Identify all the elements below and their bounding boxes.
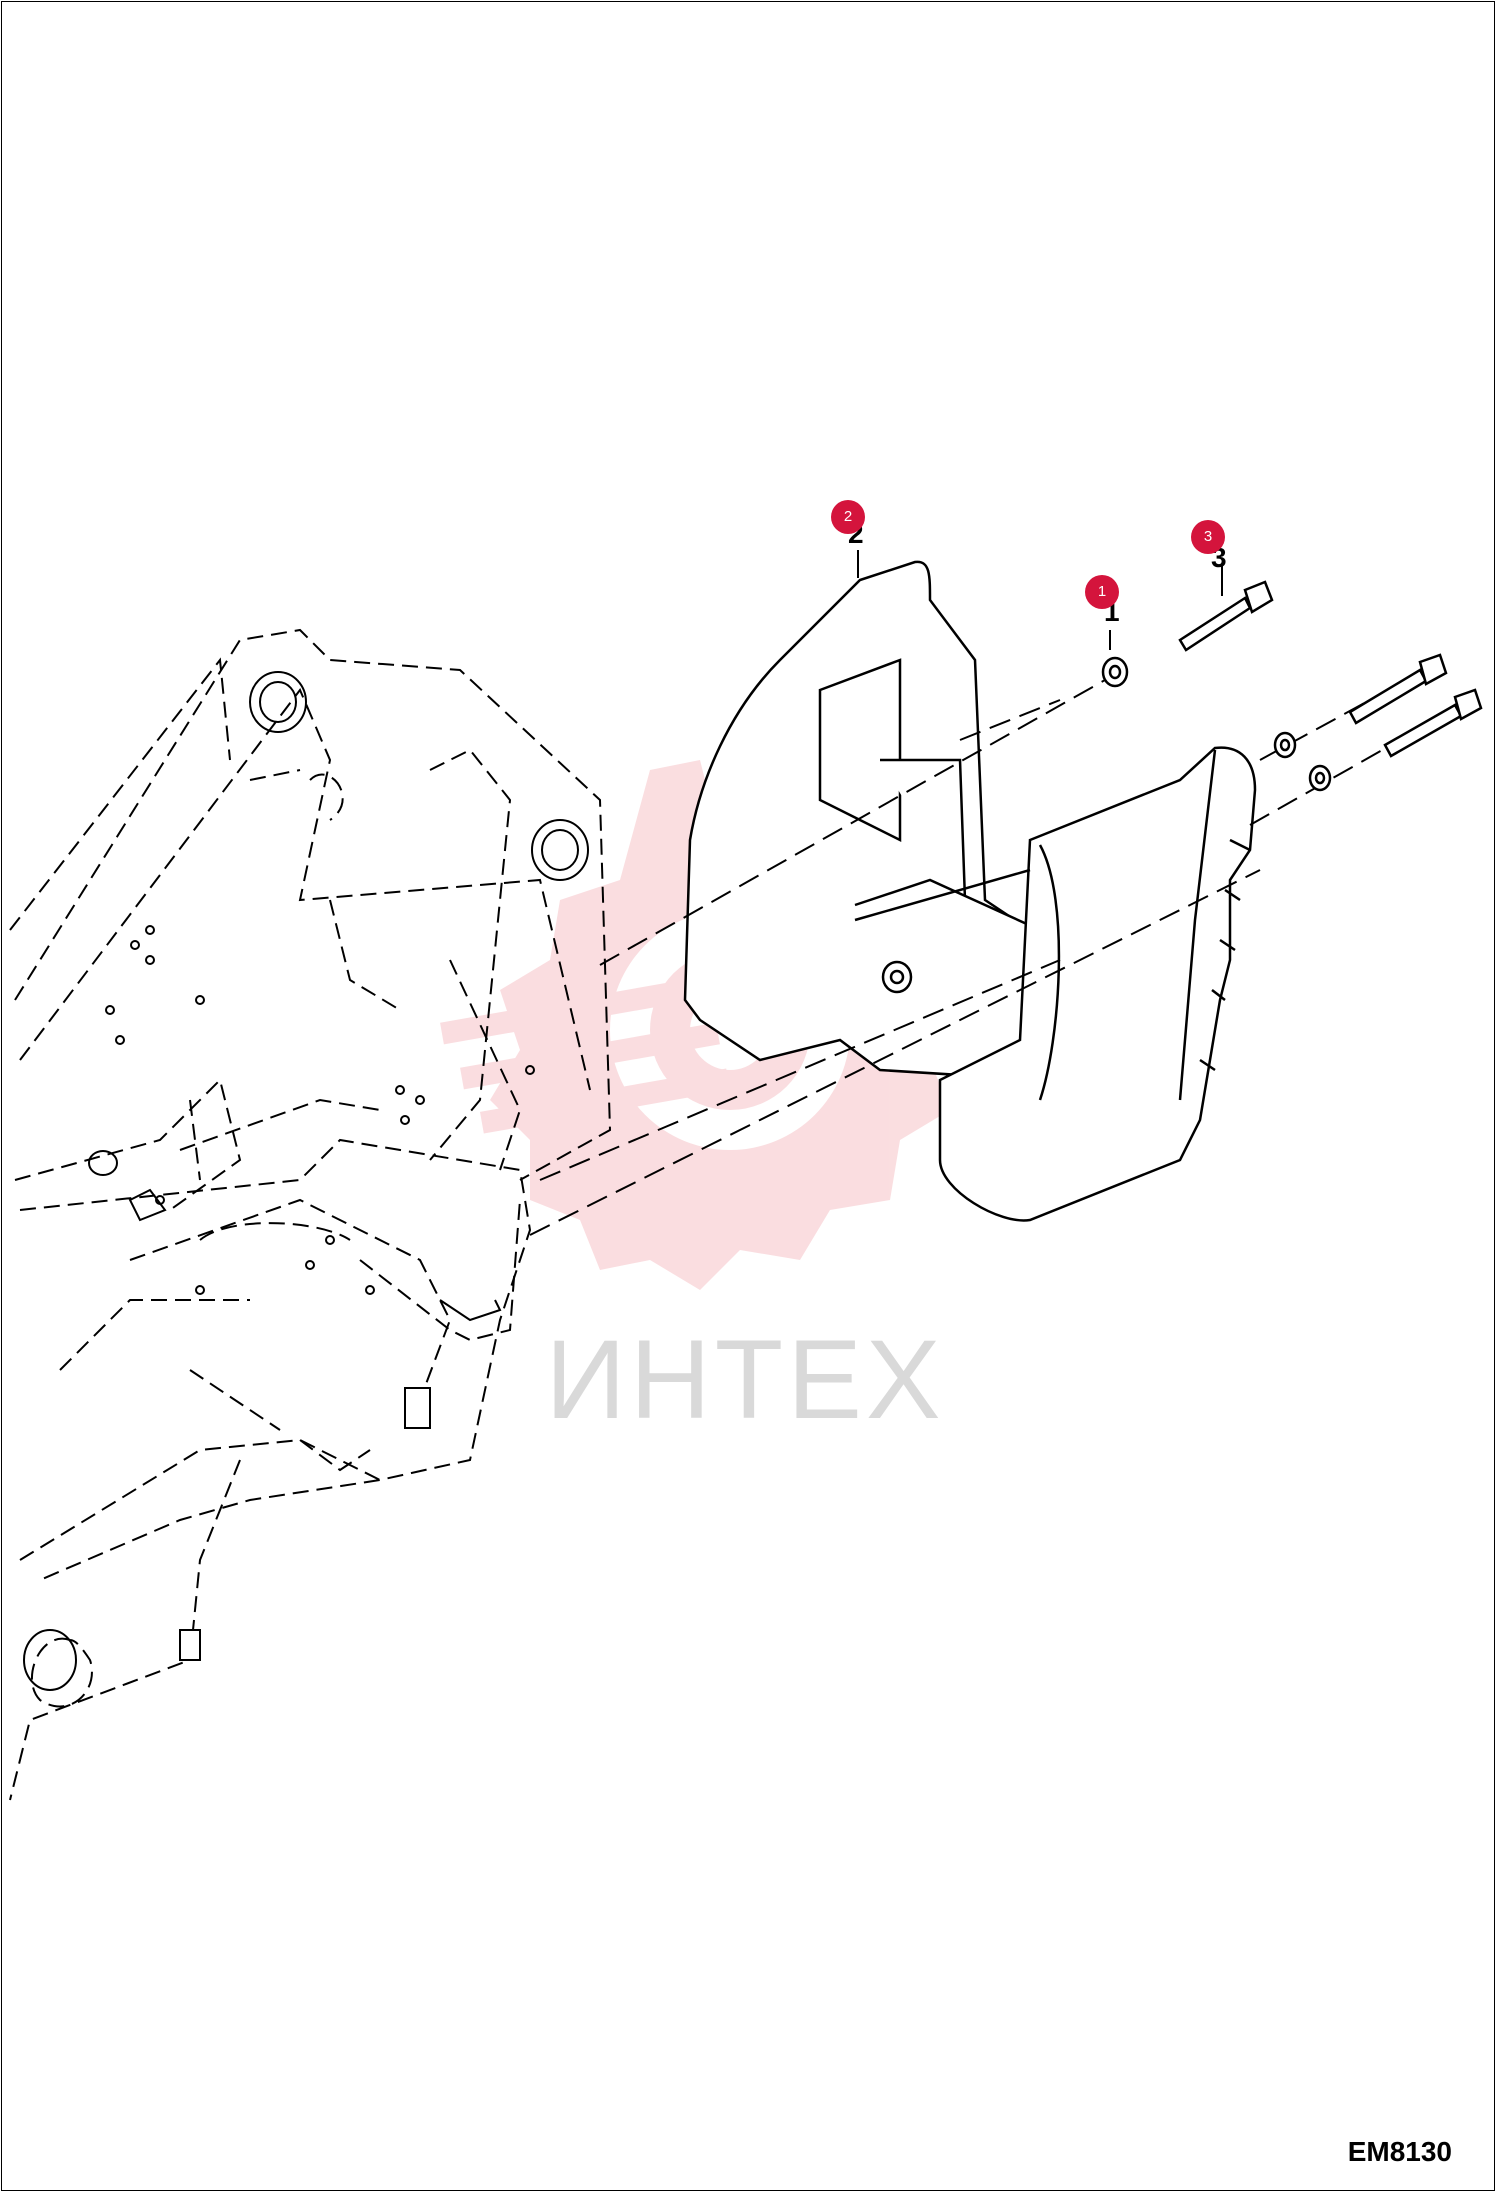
watermark-text: ИНТЕХ	[545, 1317, 944, 1442]
counterweight-plate-part-2	[683, 560, 1047, 1082]
diagram-code-label: EM8130	[1347, 2136, 1452, 2167]
leader-lines	[857, 550, 1223, 650]
callout-marker-3[interactable]: 3	[1191, 520, 1225, 554]
loader-frame-dashed	[9, 628, 612, 1801]
loader-frame-solid-details	[23, 671, 589, 1691]
washers-part-1	[881, 656, 1332, 994]
bolts-part-3	[1178, 580, 1483, 758]
counterweight-block	[854, 746, 1257, 1222]
callout-marker-1[interactable]: 1	[1085, 575, 1119, 609]
callout-marker-2[interactable]: 2	[831, 500, 865, 534]
